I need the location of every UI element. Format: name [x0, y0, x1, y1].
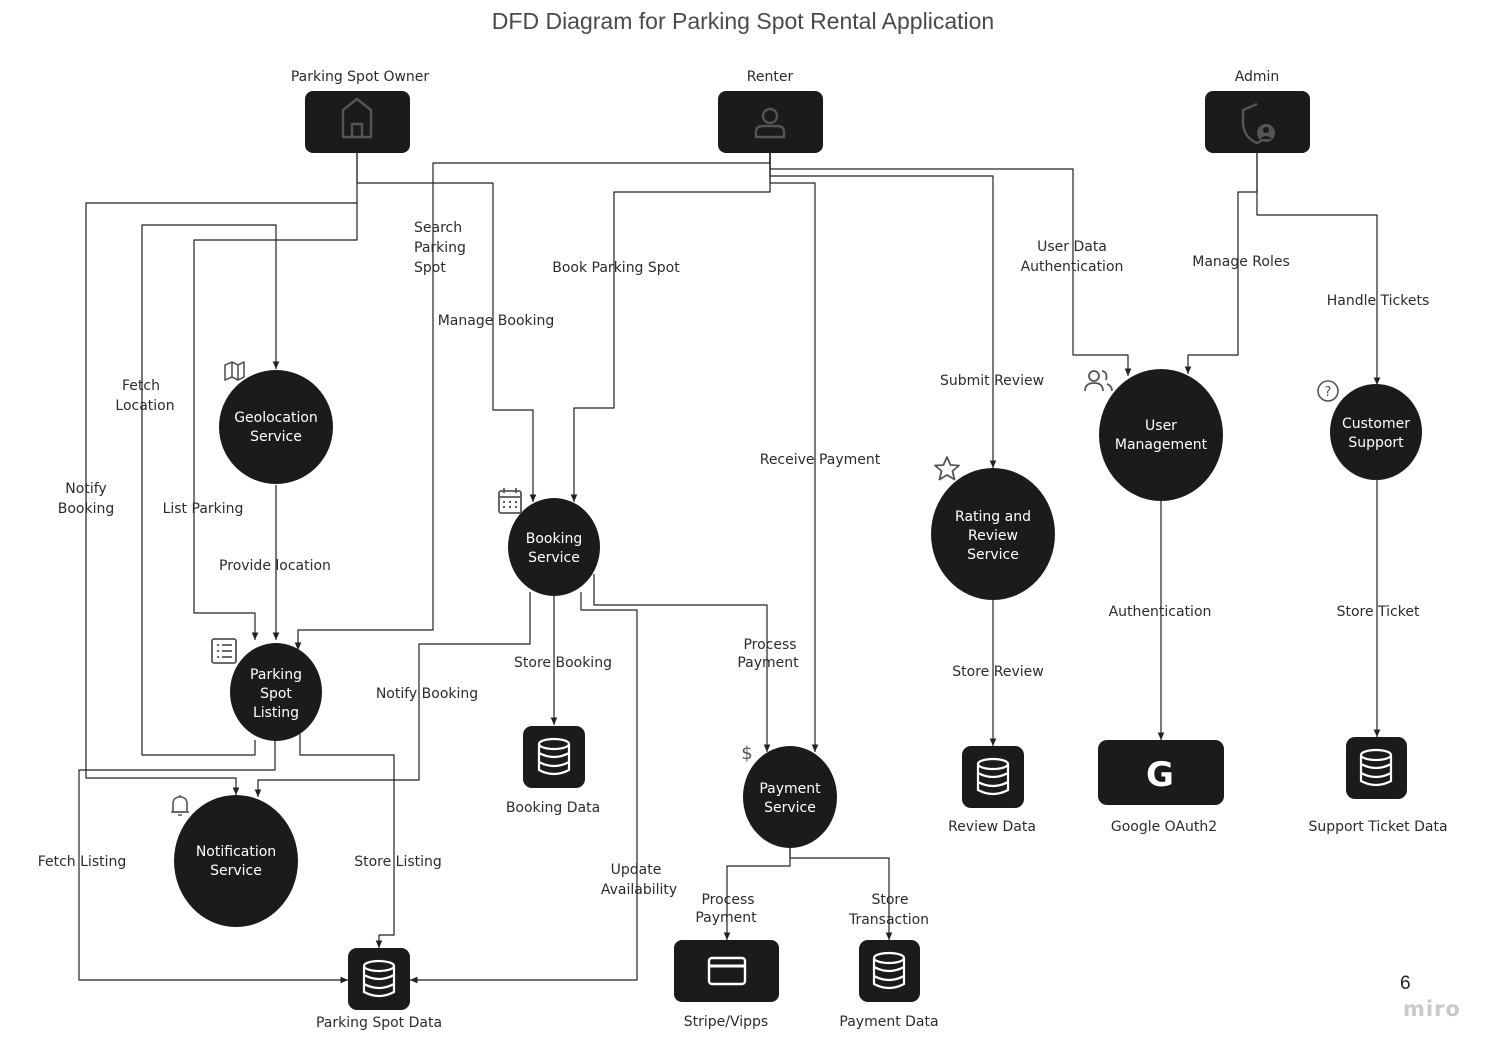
flow-submit-review — [769, 153, 997, 468]
store-support-ticket-data[interactable]: Support Ticket Data — [1308, 737, 1448, 835]
flow-handle-tickets — [1256, 153, 1381, 385]
actor-label: Parking Spot Owner — [291, 69, 430, 85]
flow-label-manage-booking: Manage Booking — [438, 313, 555, 329]
flow-label-store-listing: Store Listing — [354, 854, 442, 870]
node-label: Support Ticket Data — [1308, 819, 1447, 835]
store-google-oauth2[interactable]: G Google OAuth2 — [1098, 740, 1224, 835]
actor-renter[interactable]: Renter — [718, 69, 823, 153]
page-number: 6 — [1400, 973, 1411, 994]
actor-parking-spot-owner[interactable]: Parking Spot Owner — [291, 69, 430, 153]
actor-label: Renter — [747, 69, 794, 85]
flow-label-store-ticket: Store Ticket — [1337, 604, 1420, 620]
node-label: Parking Spot Data — [316, 1015, 442, 1031]
database-icon — [537, 737, 571, 776]
store-parking-spot-data[interactable]: Parking Spot Data — [316, 948, 442, 1031]
flow-book-parking — [570, 153, 771, 502]
flow-label-store-booking: Store Booking — [514, 655, 612, 671]
home-icon — [341, 97, 373, 139]
node-label: Stripe/Vipps — [684, 1014, 768, 1030]
database-icon — [872, 951, 906, 990]
diagram-title: DFD Diagram for Parking Spot Rental Appl… — [491, 8, 995, 34]
flow-user-data-auth — [769, 153, 1132, 376]
dollar-icon: $ — [741, 743, 752, 764]
flow-update-availability — [410, 592, 638, 984]
admin-shield-icon — [1241, 102, 1275, 145]
node-label: Booking Data — [506, 800, 600, 816]
node-label: Review Data — [948, 819, 1036, 835]
flow-listing-notify — [78, 740, 348, 984]
node-label: Google OAuth2 — [1111, 819, 1217, 835]
map-icon — [224, 361, 245, 381]
flow-label-manage-roles: Manage Roles — [1192, 254, 1290, 270]
calendar-icon — [498, 488, 522, 514]
miro-logo: miro — [1403, 997, 1461, 1021]
flow-manage-booking — [356, 153, 537, 502]
flow-process-payment-1 — [593, 574, 771, 752]
database-icon — [976, 757, 1010, 796]
flow-label-submit-review: Submit Review — [940, 373, 1044, 389]
database-icon — [1359, 748, 1393, 787]
bell-icon — [171, 795, 189, 816]
flow-label-handle-tickets: Handle Tickets — [1327, 293, 1430, 309]
flow-label-provide-location: Provide location — [219, 558, 331, 574]
flow-label-receive-payment: Receive Payment — [760, 452, 881, 468]
flow-store-transaction — [789, 848, 893, 940]
store-review-data[interactable]: Review Data — [948, 746, 1036, 835]
flow-label-authentication: Authentication — [1109, 604, 1212, 620]
store-payment-data[interactable]: Payment Data — [839, 940, 939, 1030]
node-label: ? — [1325, 385, 1332, 400]
actor-admin[interactable]: Admin — [1205, 69, 1310, 153]
flow-label-notify-booking-mid: Notify Booking — [376, 686, 478, 702]
list-icon — [211, 638, 237, 664]
google-icon: G — [1146, 755, 1174, 795]
credit-card-icon — [707, 956, 747, 986]
users-icon — [1084, 370, 1113, 392]
user-icon — [754, 107, 786, 139]
flow-notify-booking-mid — [254, 592, 531, 797]
star-icon — [934, 456, 960, 481]
store-stripe-vipps[interactable]: Stripe/Vipps — [674, 940, 779, 1030]
flow-notify-booking-left — [85, 153, 358, 795]
database-icon — [362, 959, 396, 998]
node-label: Payment Data — [839, 1014, 938, 1030]
flow-label-store-review: Store Review — [952, 664, 1043, 680]
flow-label-book-parking: Book Parking Spot — [552, 260, 680, 276]
flow-fetch-location — [193, 203, 358, 640]
flow-label-list-parking: List Parking — [163, 501, 244, 517]
actor-label: Admin — [1235, 69, 1280, 85]
store-booking-data[interactable]: Booking Data — [506, 726, 600, 816]
flow-fetch-location-loop — [141, 224, 280, 756]
flow-store-listing — [299, 734, 395, 948]
help-icon: ? — [1317, 380, 1339, 402]
flow-label-fetch-listing: Fetch Listing — [38, 854, 127, 870]
